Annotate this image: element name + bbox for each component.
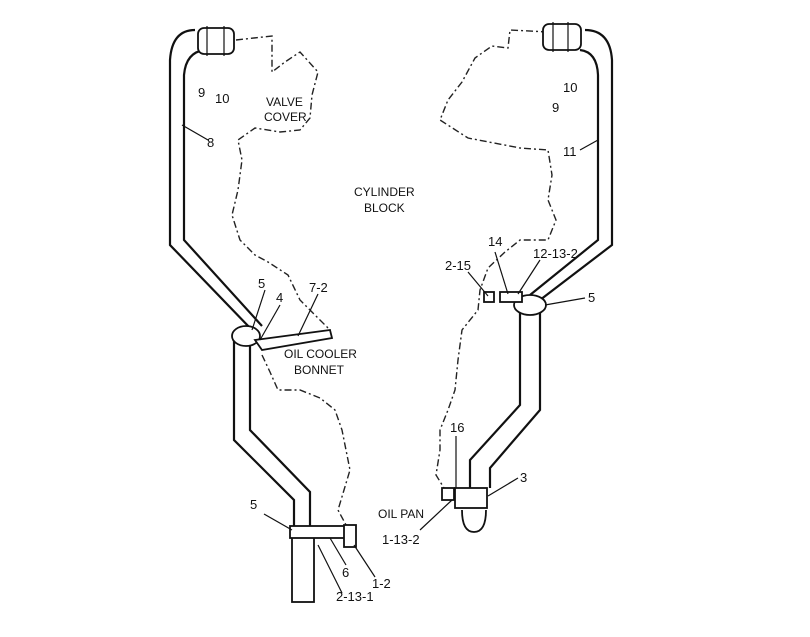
callout-10-left: 10 bbox=[215, 91, 229, 106]
callout-4: 4 bbox=[276, 290, 283, 305]
lower-tube-left-inner bbox=[248, 345, 312, 528]
callout-10-right: 10 bbox=[563, 80, 577, 95]
label-oil-cooler-2: BONNET bbox=[294, 363, 345, 377]
label-valve-cover-2: COVER bbox=[264, 110, 307, 124]
leader-6 bbox=[329, 537, 347, 566]
callout-5-mid-left: 5 bbox=[258, 276, 265, 291]
callout-5-right: 5 bbox=[588, 290, 595, 305]
bracket-1-2 bbox=[343, 524, 357, 548]
leader-5-bottom-left bbox=[263, 513, 293, 531]
hose-9-right bbox=[542, 23, 582, 51]
callout-2-13-1: 2-13-1 bbox=[336, 589, 374, 604]
tube-8 bbox=[168, 28, 253, 331]
bracket-14 bbox=[499, 291, 523, 303]
callout-12-13-2: 12-13-2 bbox=[533, 246, 578, 261]
leader-2-15 bbox=[467, 271, 489, 297]
tube-11-inner bbox=[529, 48, 600, 296]
callout-7-2: 7-2 bbox=[309, 280, 328, 295]
leader-3 bbox=[487, 477, 519, 497]
callout-8: 8 bbox=[207, 135, 214, 150]
pipe-end-left bbox=[291, 535, 315, 603]
callout-6: 6 bbox=[342, 565, 349, 580]
callout-9-left: 9 bbox=[198, 85, 205, 100]
callout-1-13-2: 1-13-2 bbox=[382, 532, 420, 547]
lower-tube-left bbox=[232, 338, 296, 528]
label-oil-pan: OIL PAN bbox=[378, 507, 424, 521]
elbow-5-left bbox=[231, 325, 261, 347]
fitting-3 bbox=[454, 487, 488, 509]
lower-tube-right bbox=[468, 310, 522, 488]
tube-11 bbox=[539, 28, 614, 301]
callout-14: 14 bbox=[488, 234, 502, 249]
leader-14 bbox=[494, 251, 509, 295]
leader-2-13-1 bbox=[317, 544, 343, 594]
leader-1-2 bbox=[353, 544, 376, 578]
callout-11: 11 bbox=[563, 144, 577, 159]
leader-11 bbox=[579, 139, 599, 151]
clip-2-15 bbox=[483, 291, 495, 303]
leader-5-mid-left bbox=[251, 289, 266, 331]
label-valve-cover-1: VALVE bbox=[266, 95, 303, 109]
label-oil-cooler-1: OIL COOLER bbox=[284, 347, 357, 361]
label-cylinder-block-1: CYLINDER bbox=[354, 185, 415, 199]
oil-pan-elbow bbox=[461, 509, 487, 533]
clamp-5-bottom bbox=[289, 525, 349, 539]
leader-1-13-2 bbox=[419, 499, 453, 531]
callout-1-2: 1-2 bbox=[372, 576, 391, 591]
callout-5-bottom-left: 5 bbox=[250, 497, 257, 512]
bracket-4 bbox=[253, 329, 334, 351]
leader-7-2 bbox=[297, 293, 319, 337]
hose-9-left bbox=[197, 27, 235, 55]
leader-5-right bbox=[544, 297, 586, 306]
leader-4 bbox=[259, 304, 281, 341]
label-cylinder-block-2: BLOCK bbox=[364, 201, 405, 215]
leader-12-13-2 bbox=[517, 259, 541, 295]
callout-9-right: 9 bbox=[552, 100, 559, 115]
bracket-16 bbox=[441, 487, 455, 501]
lower-tube-right-inner bbox=[488, 312, 542, 488]
callout-2-15: 2-15 bbox=[445, 258, 471, 273]
engine-outline-right bbox=[435, 29, 557, 489]
engine-outline-left bbox=[231, 35, 351, 526]
callout-16: 16 bbox=[450, 420, 464, 435]
callout-3: 3 bbox=[520, 470, 527, 485]
leader-8 bbox=[181, 124, 209, 141]
